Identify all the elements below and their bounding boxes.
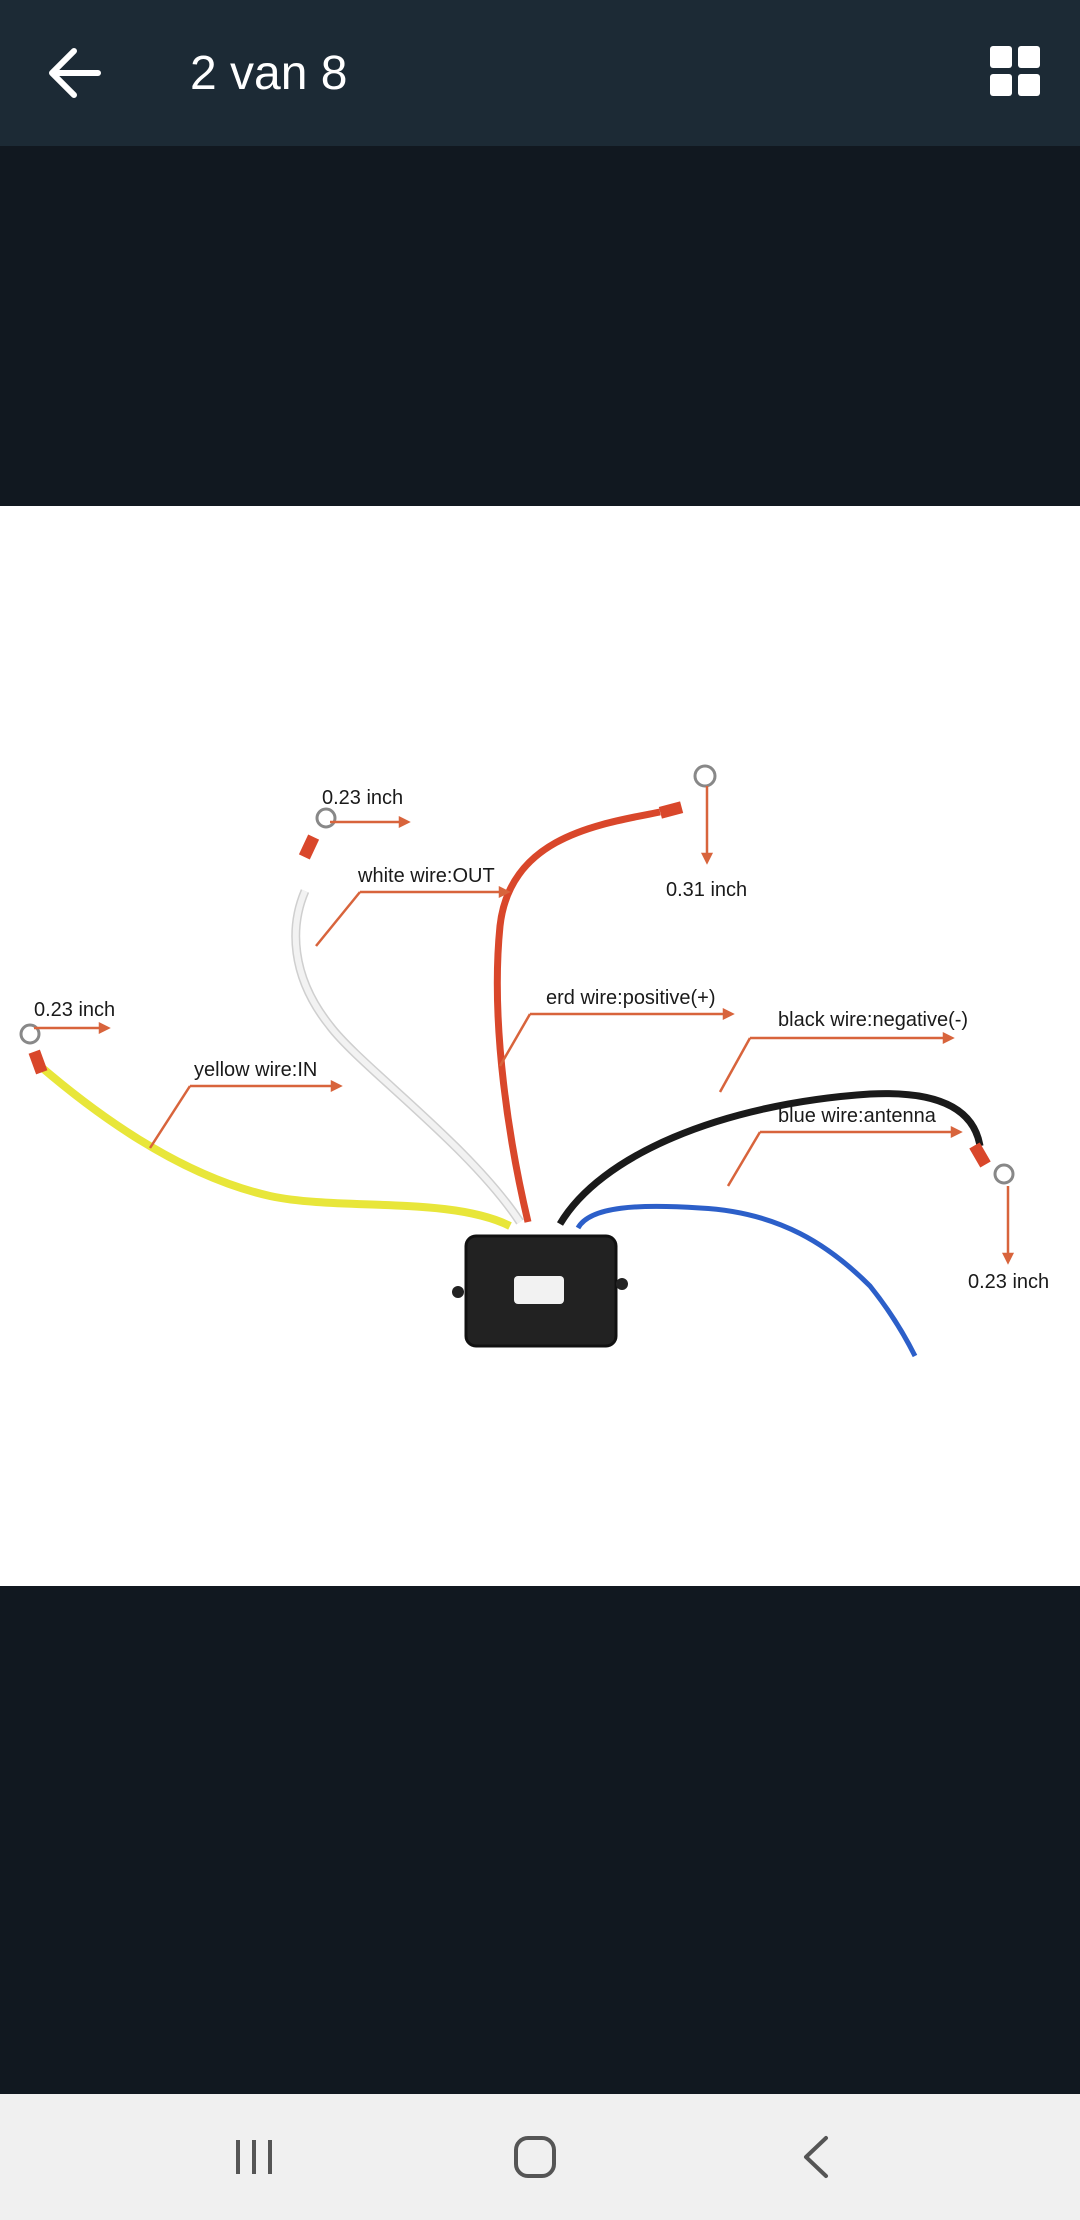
red-wire bbox=[493, 808, 661, 1223]
wiring-diagram: 0.23 inch white wire:OUT 0.31 inch 0.23 … bbox=[19, 764, 1049, 1358]
product-image[interactable]: 0.23 inch white wire:OUT 0.31 inch 0.23 … bbox=[0, 506, 1080, 1586]
app-bar: 2 van 8 bbox=[0, 0, 1080, 146]
back-button[interactable] bbox=[40, 34, 110, 112]
grid-icon bbox=[990, 46, 1040, 96]
recents-icon bbox=[236, 2140, 272, 2174]
label-black-wire: black wire:negative(-) bbox=[778, 1009, 968, 1031]
ring-terminal-white bbox=[315, 807, 337, 829]
blue-wire bbox=[575, 1203, 918, 1358]
recents-button[interactable] bbox=[214, 2122, 294, 2192]
system-nav-bar bbox=[0, 2094, 1080, 2220]
white-wire bbox=[291, 889, 524, 1225]
black-wire bbox=[556, 1090, 984, 1226]
system-back-button[interactable] bbox=[776, 2122, 856, 2192]
module-sticker bbox=[514, 1276, 564, 1304]
label-ring-red: 0.31 inch bbox=[666, 879, 747, 901]
image-viewer[interactable]: 0.23 inch white wire:OUT 0.31 inch 0.23 … bbox=[0, 146, 1080, 2094]
page-counter-title: 2 van 8 bbox=[190, 47, 348, 100]
label-ring-yellow: 0.23 inch bbox=[34, 999, 115, 1021]
label-ring-black: 0.23 inch bbox=[968, 1271, 1049, 1293]
ring-terminal-black bbox=[993, 1163, 1015, 1185]
home-icon bbox=[514, 2136, 556, 2178]
label-ring-white: 0.23 inch bbox=[322, 787, 403, 809]
ring-terminal-red bbox=[693, 764, 717, 788]
label-blue-wire: blue wire:antenna bbox=[778, 1105, 937, 1127]
label-yellow-wire: yellow wire:IN bbox=[194, 1059, 317, 1081]
label-red-wire: erd wire:positive(+) bbox=[546, 987, 716, 1009]
arrow-left-icon bbox=[49, 48, 101, 98]
back-chevron-icon bbox=[804, 2136, 828, 2178]
home-button[interactable] bbox=[495, 2122, 575, 2192]
callout-lines bbox=[34, 786, 1015, 1265]
grid-view-button[interactable] bbox=[980, 40, 1050, 110]
ring-terminal-yellow bbox=[19, 1023, 41, 1045]
yellow-wire bbox=[37, 1062, 512, 1230]
label-white-wire: white wire:OUT bbox=[357, 865, 495, 887]
